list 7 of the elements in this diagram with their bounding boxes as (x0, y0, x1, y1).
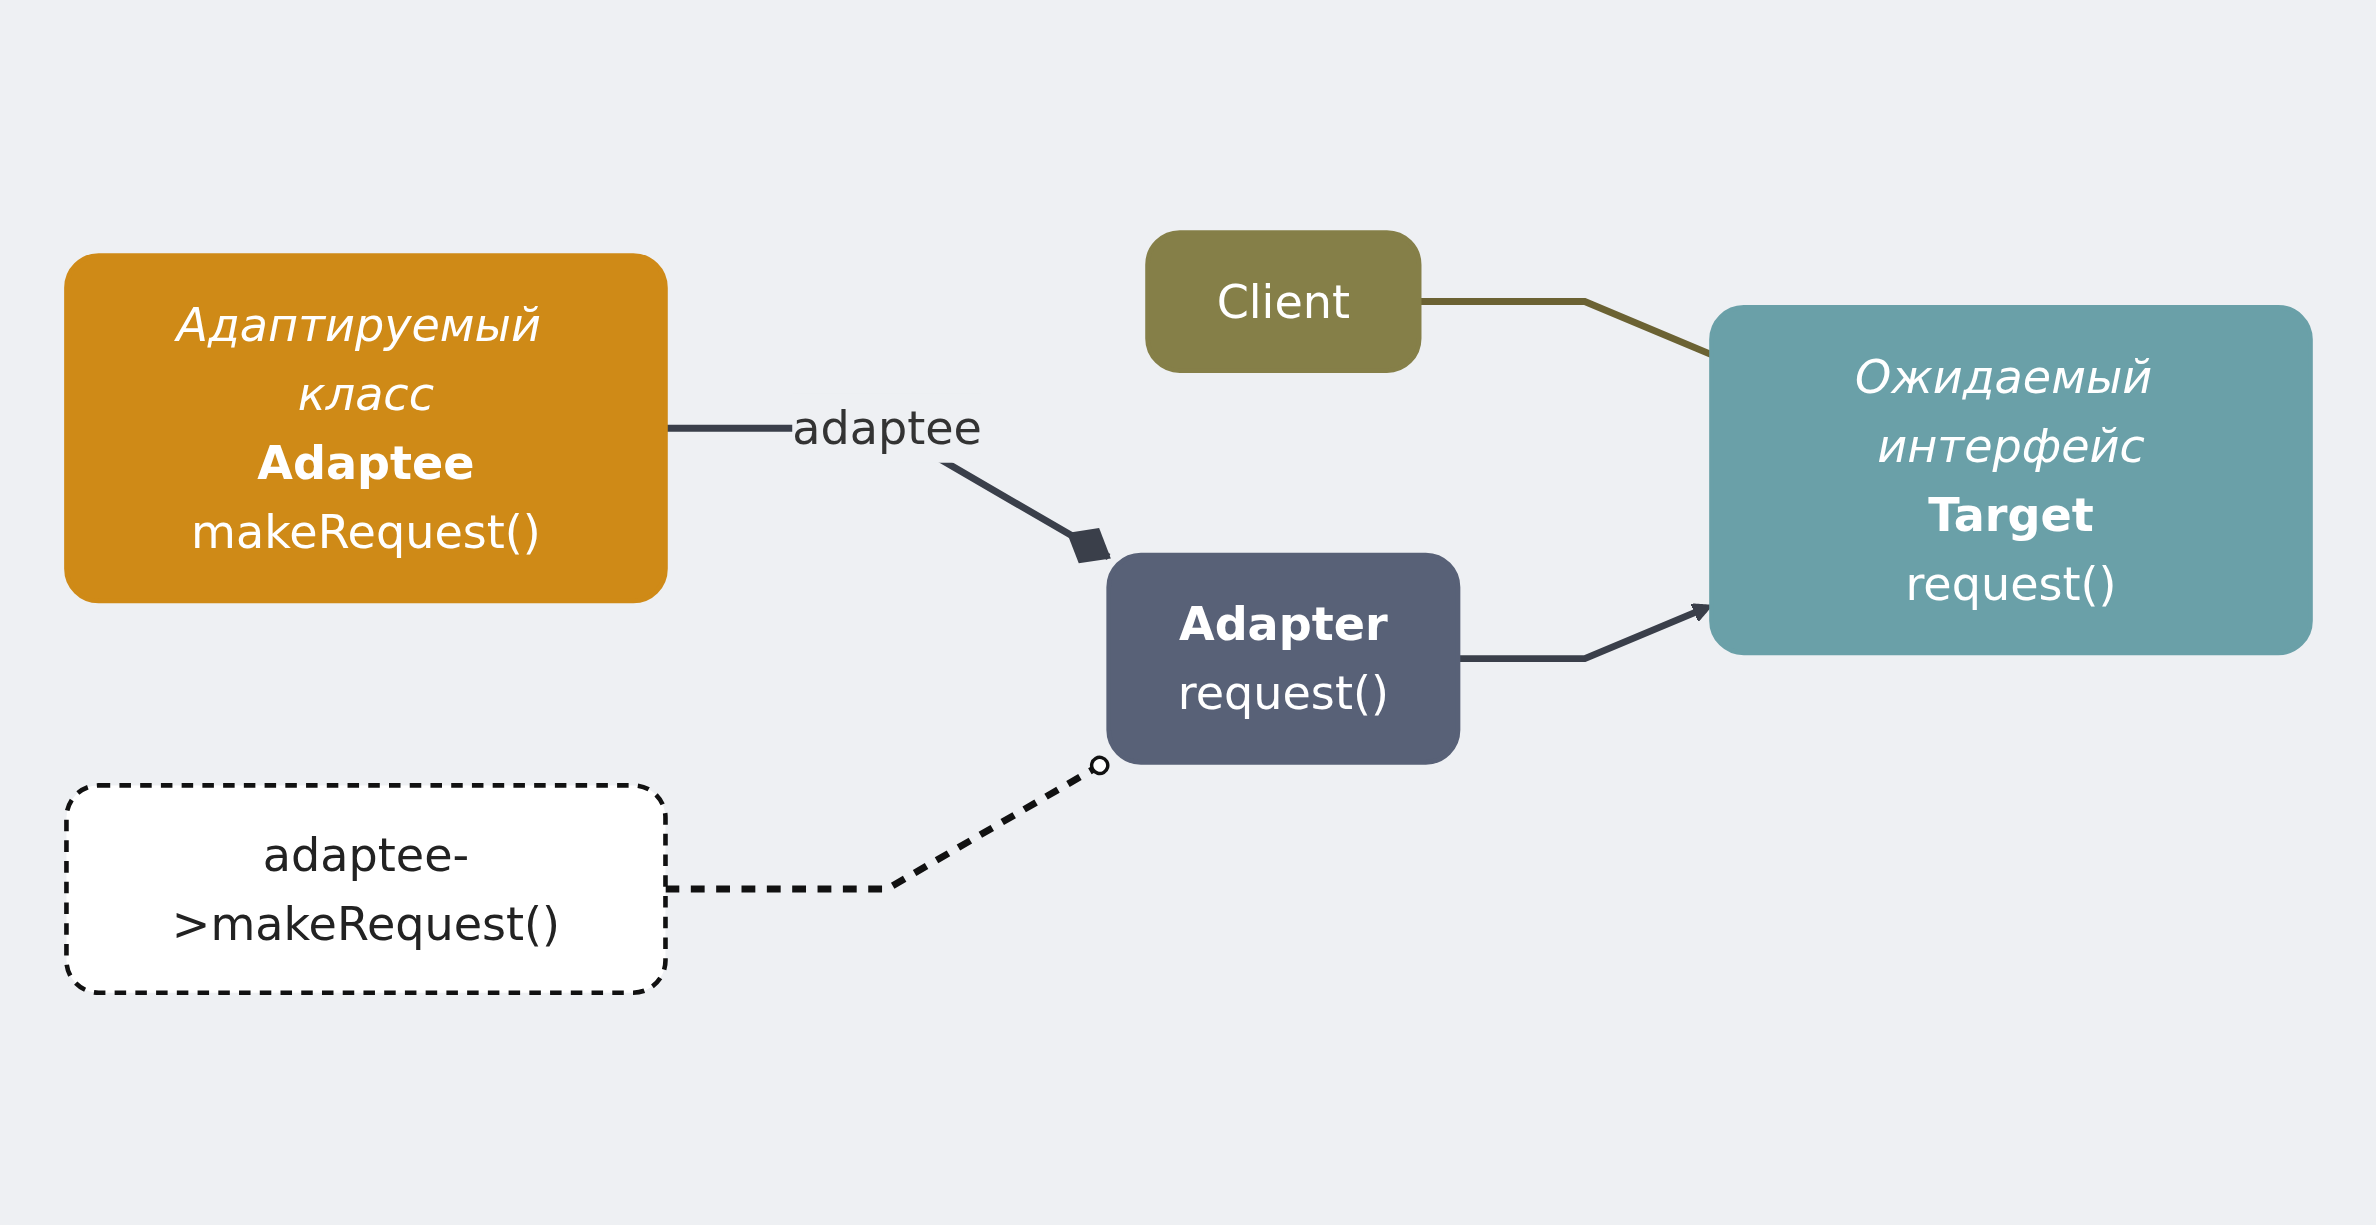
node-box: adaptee->makeRequest() (63, 783, 668, 995)
node-box: Адаптируемый класс Adaptee makeRequest() (63, 253, 668, 604)
connector (665, 755, 1110, 893)
node-box: Client (1144, 230, 1421, 373)
node-box: Ожидаемый интерфейс Target request() (1708, 304, 2313, 656)
edge-label: adaptee (791, 400, 982, 456)
node-box: Adapter request() (1105, 552, 1460, 765)
